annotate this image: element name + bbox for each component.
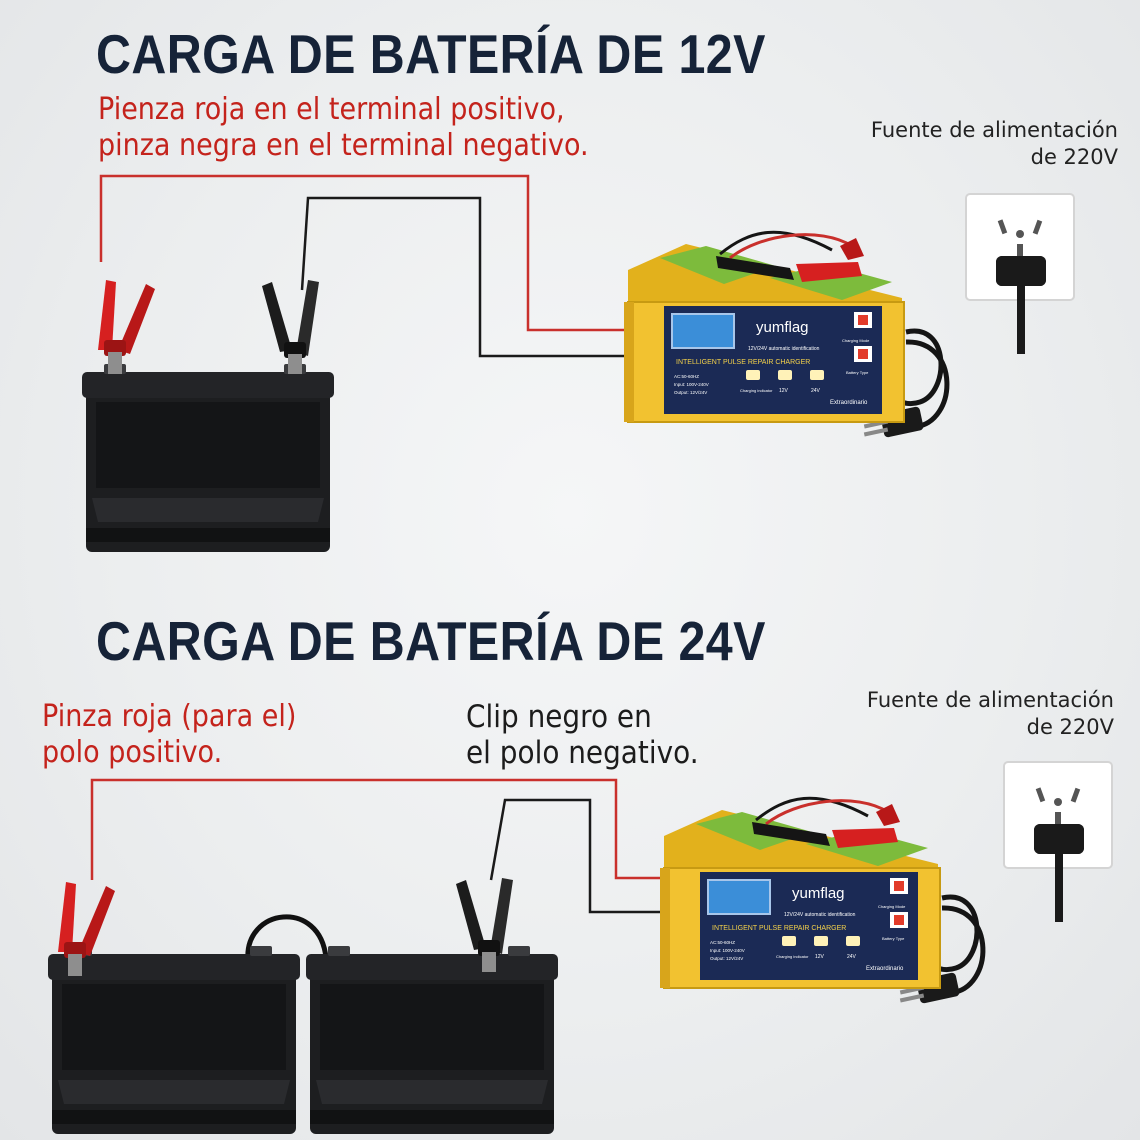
red-note-24v: Pinza roja (para el) polo positivo.	[42, 699, 296, 771]
charger-led-12v: 12V	[815, 954, 825, 960]
charger-led-charging: Charging indicator	[740, 388, 773, 393]
charger-spec-2: Input: 100V-240V	[710, 948, 745, 953]
charger-spec-2: Input: 100V-240V	[674, 382, 709, 387]
black-clamp-icon	[262, 280, 319, 374]
charger-subtitle: 12V/24V automatic identification	[784, 912, 856, 918]
charger-product-name: INTELLIGENT PULSE REPAIR CHARGER	[712, 925, 846, 932]
power-source-12v-line1: Fuente de alimentación	[870, 118, 1118, 142]
red-note-24v-line1: Pinza roja (para el)	[42, 699, 297, 734]
red-note-24v-line2: polo positivo.	[42, 735, 223, 770]
black-note-24v-line2: el polo negativo.	[466, 735, 699, 771]
charger-logo: Extraordinario	[866, 966, 904, 972]
charger-icon: yumflag 12V/24V automatic identification…	[660, 798, 983, 1004]
charger-led-charging: Charging indicator	[776, 954, 809, 959]
charger-spec-1: AC:50-60HZ	[710, 940, 735, 945]
charger-brand: yumflag	[756, 319, 809, 336]
black-wire-24v	[489, 798, 664, 914]
charger-spec-3: Output: 12V/24V	[710, 956, 743, 961]
charger-switch-type: Battery Type	[846, 370, 869, 375]
power-source-24v-line1: Fuente de alimentación	[866, 688, 1114, 712]
red-wire-12v	[99, 174, 628, 332]
black-note-24v: Clip negro en el polo negativo.	[466, 699, 699, 771]
power-plug-icon	[1034, 824, 1084, 854]
note-12v: Pienza roja en el terminal positivo, pin…	[98, 92, 589, 164]
charger-spec-3: Output: 12V/24V	[674, 390, 707, 395]
battery-icon	[82, 364, 334, 552]
battery-icon	[48, 946, 300, 1134]
charger-brand: yumflag	[792, 885, 845, 902]
title-12v: CARGA DE BATERÍA DE 12V	[96, 23, 766, 85]
power-source-label-24v: Fuente de alimentación de 220V	[867, 687, 1114, 741]
power-plug-icon	[996, 256, 1046, 286]
charger-switch-mode: Charging Mode	[878, 904, 906, 909]
charger-switch-mode: Charging Mode	[842, 338, 870, 343]
charger-product-name: INTELLIGENT PULSE REPAIR CHARGER	[676, 359, 810, 366]
charger-switch-type: Battery Type	[882, 936, 905, 941]
charger-spec-1: AC:50-60HZ	[674, 374, 699, 379]
charger-led-24v: 24V	[811, 388, 821, 394]
charger-subtitle: 12V/24V automatic identification	[748, 346, 820, 352]
battery-icon	[306, 946, 558, 1134]
title-24v: CARGA DE BATERÍA DE 24V	[96, 610, 766, 672]
power-source-label-12v: Fuente de alimentación de 220V	[871, 117, 1118, 171]
bridge-cable	[245, 914, 329, 961]
note-12v-line1: Pienza roja en el terminal positivo,	[98, 92, 565, 127]
red-clamp-icon	[98, 280, 155, 374]
charger-logo: Extraordinario	[830, 400, 868, 406]
charger-icon: yumflag 12V/24V automatic identification…	[624, 232, 947, 438]
power-source-24v-line2: de 220V	[1026, 715, 1114, 739]
power-source-12v-line2: de 220V	[1030, 145, 1118, 169]
note-12v-line2: pinza negra en el terminal negativo.	[98, 128, 589, 163]
charger-led-24v: 24V	[847, 954, 857, 960]
black-note-24v-line1: Clip negro en	[466, 699, 652, 735]
black-wire-12v	[300, 196, 628, 358]
charger-led-12v: 12V	[779, 388, 789, 394]
red-wire-24v	[90, 778, 664, 880]
